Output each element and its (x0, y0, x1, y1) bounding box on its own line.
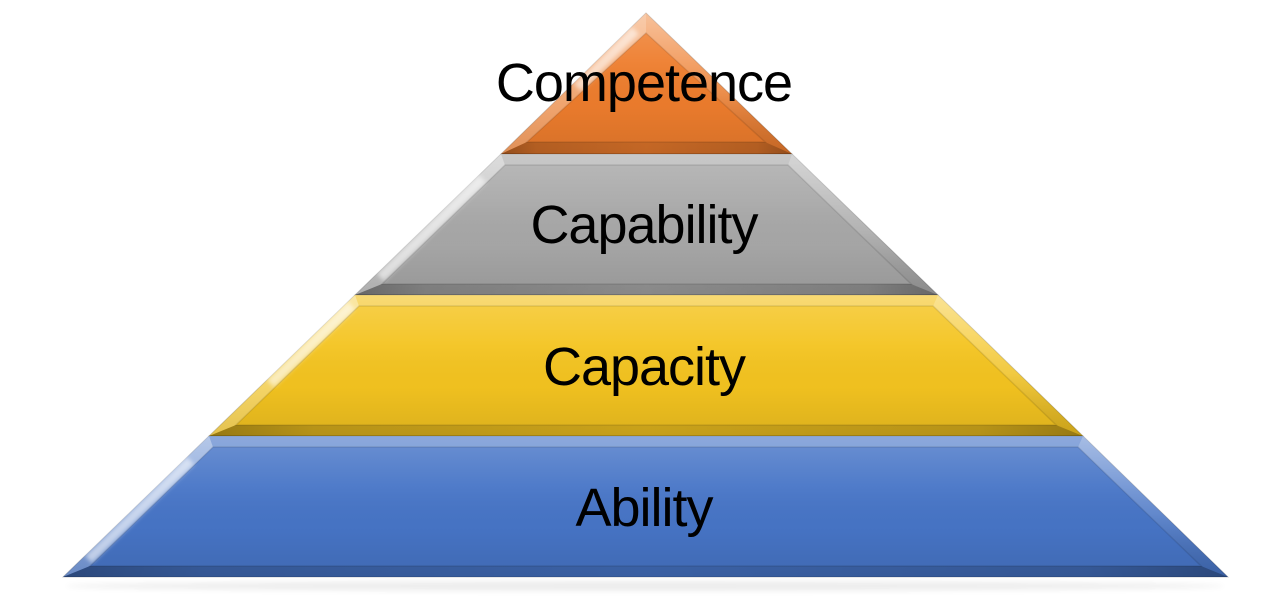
level-4-label: Ability (575, 478, 713, 538)
level-3-bevel-right (933, 295, 1083, 436)
level-4-seam (88, 446, 1203, 567)
level-4-glint (85, 457, 194, 563)
pyramid-shadow (65, 581, 1225, 591)
level-3-glint (267, 302, 355, 387)
level-3-seam (234, 305, 1058, 426)
level-1-bevel-right (646, 13, 792, 154)
level-2-bevel-top (501, 154, 792, 165)
level-3-label: Capacity (543, 337, 746, 397)
level-2-bevel-right (788, 154, 938, 295)
level-1-label: Competence (496, 53, 792, 113)
level-2-glint (377, 175, 486, 281)
level-4-bevel-bottom (63, 566, 1228, 577)
level-3-shading (209, 295, 1083, 436)
level-2-seam (380, 164, 913, 285)
pyramid-level-3: Capacity (207, 294, 1085, 437)
level-3-bevel-bottom (209, 425, 1083, 436)
level-2-bevel-bottom (355, 284, 938, 295)
level-1-bevel-bottom (501, 142, 792, 154)
level-1-bevel-left (501, 13, 646, 154)
level-1-shading (501, 13, 792, 154)
level-1-seam (525, 31, 767, 143)
pyramid-level-4: Ability (61, 435, 1230, 578)
level-3-bevel-top (355, 295, 938, 306)
level-1-glint (574, 27, 639, 91)
pyramid-level-1: Competence (496, 12, 794, 155)
level-4-shading (63, 436, 1228, 577)
level-2-label: Capability (530, 195, 758, 255)
level-4-bevel-right (1078, 436, 1228, 577)
level-4-bevel-top (209, 436, 1083, 447)
pyramid-level-2: Capability (353, 153, 940, 296)
level-2-shading (355, 154, 938, 295)
